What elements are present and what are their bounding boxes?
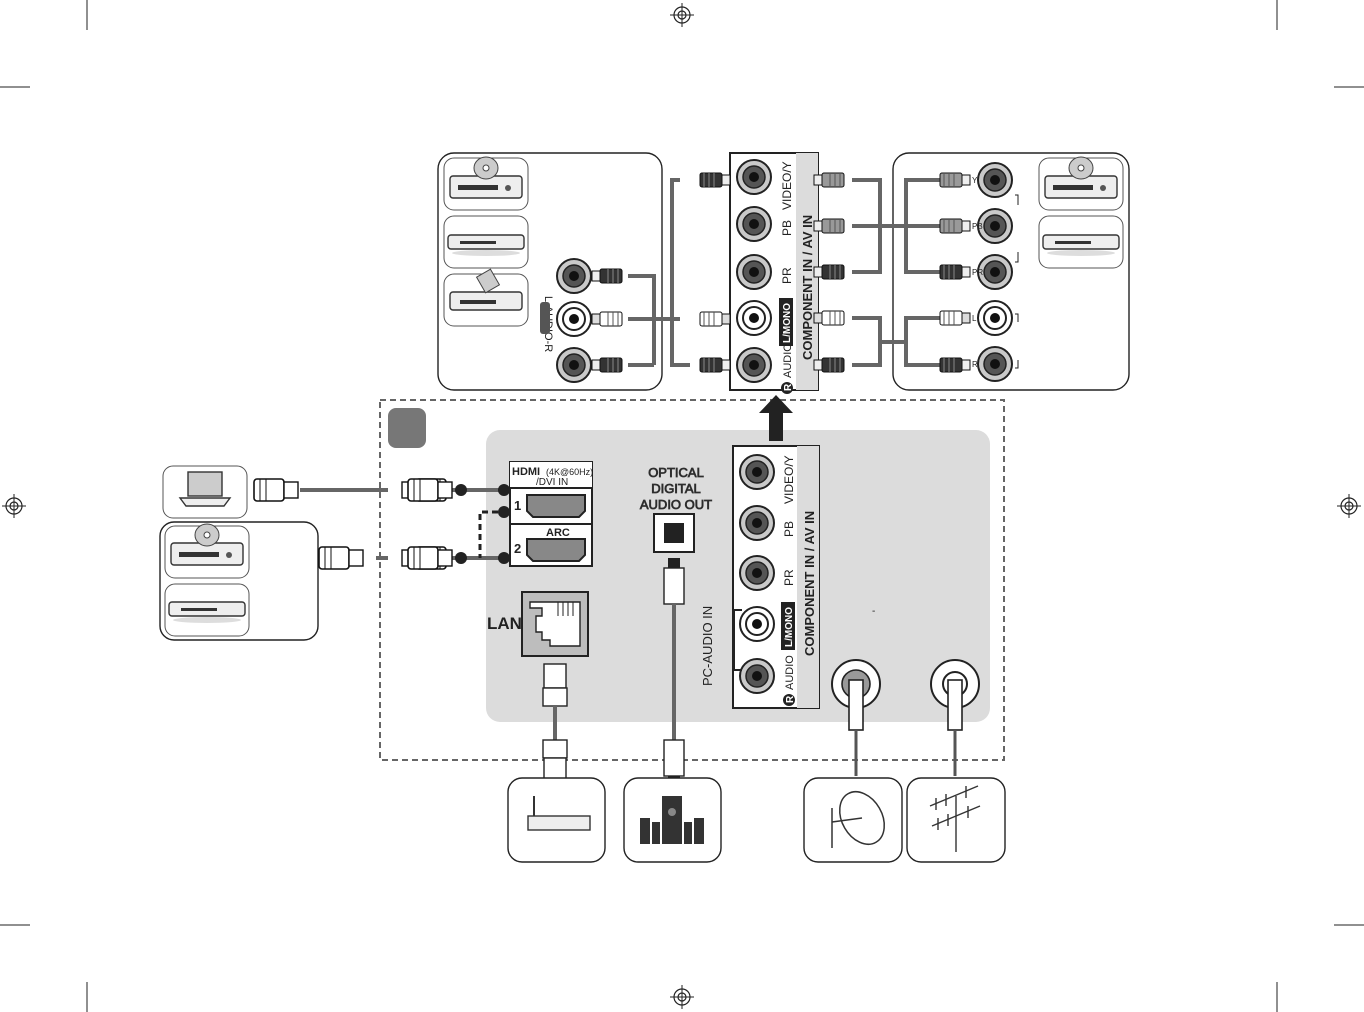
laptop-device-box xyxy=(162,465,248,519)
pr-jack[interactable] xyxy=(739,555,775,591)
top-video-y-jack[interactable] xyxy=(736,159,772,195)
hdmi-port-2-number: 2 xyxy=(514,541,521,556)
source-audio-l-jack xyxy=(556,301,592,337)
satellite-dish-device-box xyxy=(803,777,903,863)
arrow-up xyxy=(759,395,793,441)
source-l-jack xyxy=(977,300,1013,336)
router-icon xyxy=(527,815,591,831)
component-source-device-box: Y PB PR L R xyxy=(892,152,1130,391)
hdmi-logo: HDMI xyxy=(512,466,540,478)
lan-cable xyxy=(542,663,568,787)
optical-label-1: OPTICAL xyxy=(648,465,704,480)
hdmi-source-device-box xyxy=(159,521,319,641)
speaker-system-device-box xyxy=(623,777,722,863)
source-pr-label: PR xyxy=(972,268,983,277)
bluray-player-icon xyxy=(168,601,246,624)
hdmi-cables xyxy=(253,478,510,570)
pr-label: PR xyxy=(782,569,796,586)
hdmi-port-2[interactable] xyxy=(526,538,586,562)
bluray-player-icon xyxy=(447,234,525,257)
satellite-dish-icon xyxy=(831,791,886,848)
tv-outline xyxy=(379,399,1005,761)
composite-cables xyxy=(591,172,731,373)
source-audio-r-jack xyxy=(556,347,592,383)
top-audio-label: AUDIO xyxy=(782,343,794,378)
hdmi-spec: (4K@60Hz) xyxy=(546,467,593,477)
component-av-in-panel-top: VIDEO/Y PB PR L/MONO R AUDIO COMPONENT I… xyxy=(729,152,819,394)
top-pb-jack[interactable] xyxy=(736,206,772,242)
source-r-jack xyxy=(977,346,1013,382)
panel-number-box xyxy=(388,408,426,448)
component-av-in-title: COMPONENT IN / AV IN xyxy=(802,511,817,656)
top-component-av-in-title: COMPONENT IN / AV IN xyxy=(800,215,815,360)
router-device-box xyxy=(507,777,606,863)
hdmi-port-1[interactable] xyxy=(526,494,586,518)
top-audio-r-jack[interactable] xyxy=(736,347,772,383)
source-video-jack xyxy=(556,258,592,294)
lan-label: LAN xyxy=(487,614,522,633)
optical-cable xyxy=(663,558,685,786)
source-y-jack xyxy=(977,162,1013,198)
pc-audio-in-label: PC-AUDIO IN xyxy=(700,606,715,686)
component-av-in-panel: VIDEO/Y PB PR L/MONO R AUDIO COMPONENT I… xyxy=(700,445,875,709)
audio-label: AUDIO xyxy=(784,655,796,690)
hdmi-dvi-label: /DVI IN xyxy=(536,477,568,488)
source-pb-jack xyxy=(977,208,1013,244)
av-source-device-box: L-AUDIO-R xyxy=(437,152,663,391)
top-pb-label: PB xyxy=(780,220,794,236)
satellite-in-port[interactable] xyxy=(831,659,881,776)
source-pb-label: PB xyxy=(972,222,983,231)
speaker-system-icon xyxy=(640,796,704,844)
audio-r-jack[interactable] xyxy=(739,658,775,694)
top-r-label: R xyxy=(783,383,794,391)
audio-l-jack[interactable] xyxy=(739,606,775,642)
l-mono-label: L/MONO xyxy=(784,607,795,647)
antenna-in-port[interactable] xyxy=(930,659,980,776)
top-video-y-label: VIDEO/Y xyxy=(780,161,794,210)
antenna-device-box xyxy=(906,777,1006,863)
top-l-mono-label: L/MONO xyxy=(782,303,793,343)
component-cables xyxy=(813,172,971,373)
top-pr-label: PR xyxy=(780,267,794,284)
source-r-label: R xyxy=(972,360,978,369)
center-mark: - xyxy=(872,606,875,617)
bluray-player-icon xyxy=(1042,234,1120,257)
hdmi-port-1-number: 1 xyxy=(514,498,521,513)
lan-port[interactable]: LAN xyxy=(487,591,589,657)
arc-label: ARC xyxy=(546,527,570,539)
pb-label: PB xyxy=(782,521,796,537)
r-label: R xyxy=(785,695,796,703)
video-y-label: VIDEO/Y xyxy=(782,455,796,504)
top-audio-l-jack[interactable] xyxy=(736,300,772,336)
top-pr-jack[interactable] xyxy=(736,254,772,290)
source-y-label: Y xyxy=(972,176,978,185)
source-l-label: L xyxy=(972,314,977,323)
video-y-jack[interactable] xyxy=(739,454,775,490)
optical-label-3: AUDIO OUT xyxy=(640,497,712,512)
pb-jack[interactable] xyxy=(739,505,775,541)
hdmi-ports: HDMI (4K@60Hz) /DVI IN 1 ARC 2 xyxy=(509,461,593,567)
antenna-icon xyxy=(929,785,981,852)
optical-label-2: DIGITAL xyxy=(651,481,701,496)
laptop-icon xyxy=(187,471,223,497)
optical-out: OPTICAL DIGITAL AUDIO OUT xyxy=(639,465,713,553)
